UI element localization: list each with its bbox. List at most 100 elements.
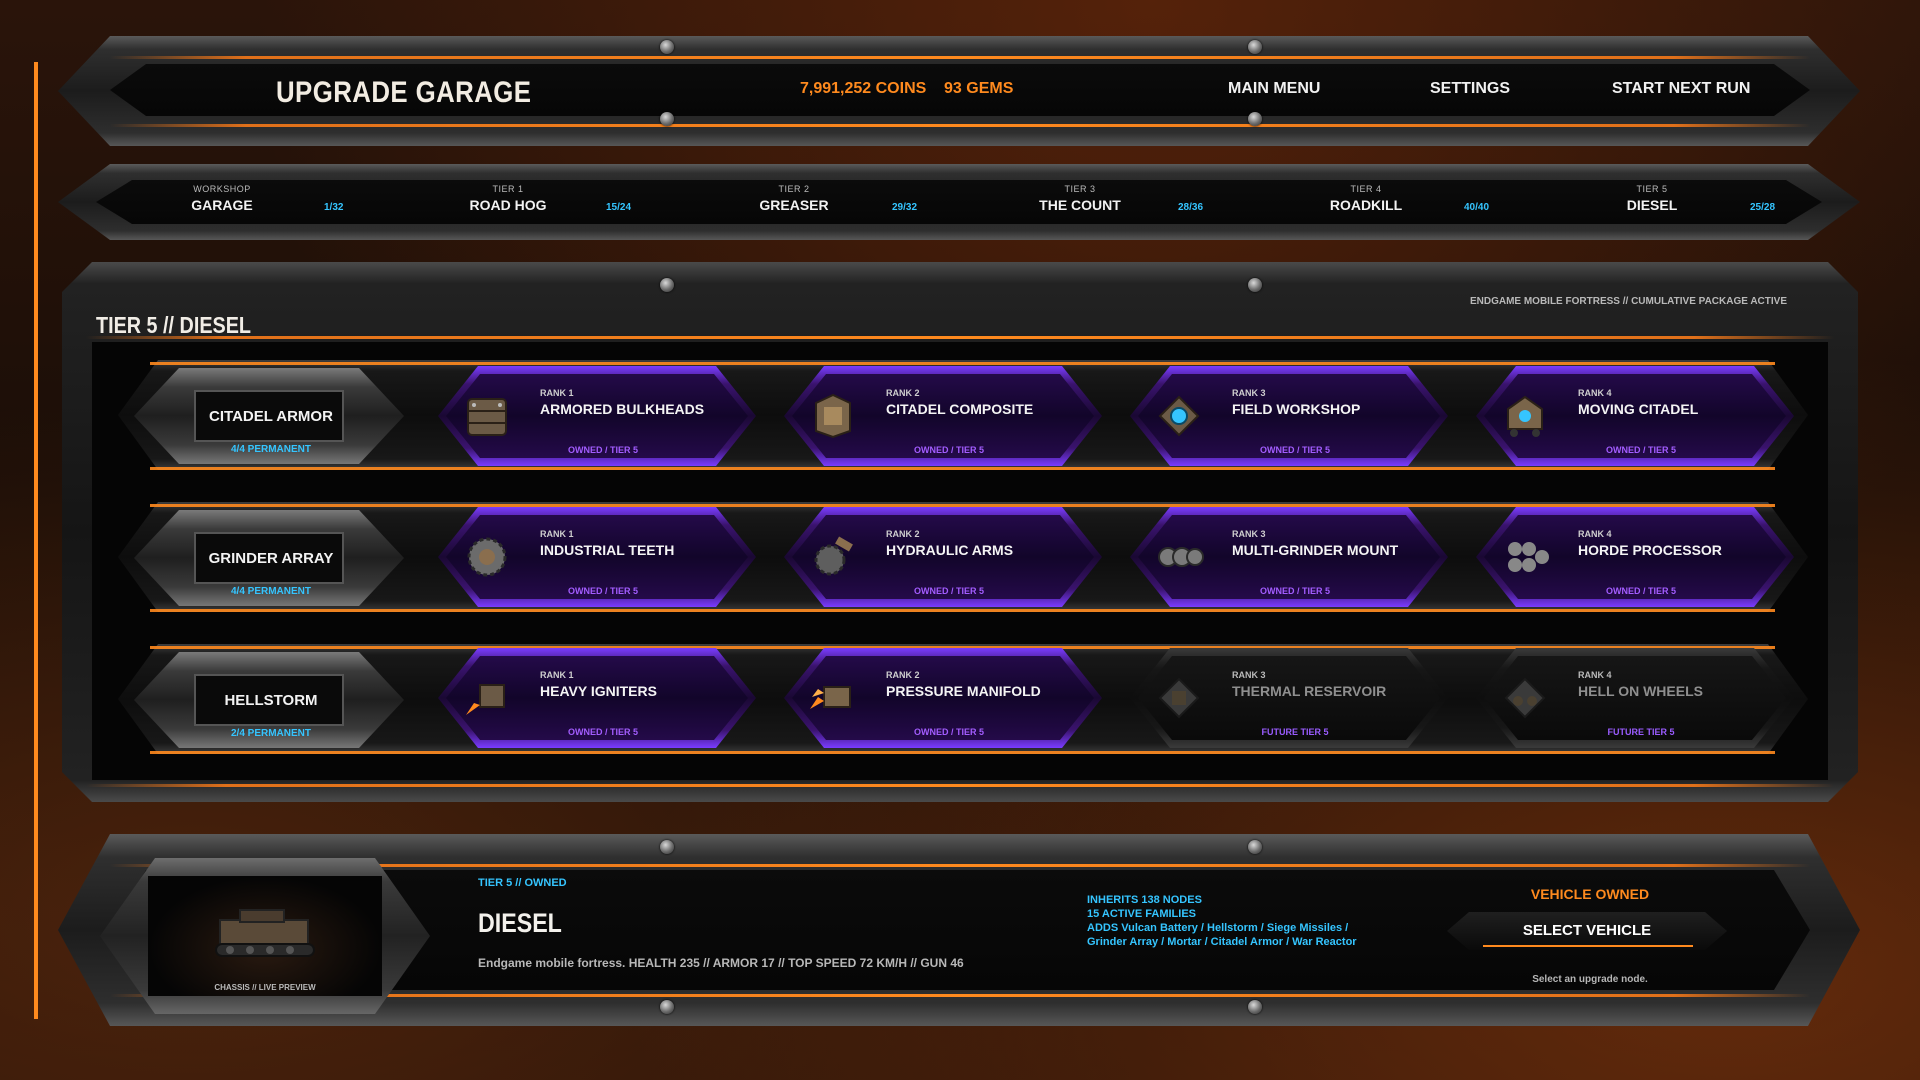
- family-plate: GRINDER ARRAY 4/4 PERMANENT: [194, 532, 344, 584]
- node-hell-on-wheels[interactable]: RANK 4 HELL ON WHEELS FUTURE TIER 5: [1476, 648, 1794, 748]
- rivet: [660, 40, 674, 54]
- node-rank: RANK 3: [1232, 388, 1266, 398]
- family-hellstorm[interactable]: HELLSTORM 2/4 PERMANENT: [134, 652, 404, 748]
- node-name: MOVING CITADEL: [1578, 401, 1699, 417]
- armor-plate-icon: [458, 388, 516, 444]
- family-name: GRINDER ARRAY: [208, 550, 334, 567]
- inherit-families: 15 ACTIVE FAMILIES: [1087, 908, 1197, 920]
- node-moving-citadel[interactable]: RANK 4 MOVING CITADEL OWNED / TIER 5: [1476, 366, 1794, 466]
- node-rank: RANK 1: [540, 388, 574, 398]
- start-next-run-button[interactable]: START NEXT RUN: [1612, 80, 1751, 97]
- node-rank: RANK 2: [886, 670, 920, 680]
- tab-garage[interactable]: WORKSHOP GARAGE: [122, 184, 322, 213]
- igniter-icon: [458, 670, 516, 726]
- vehicle-description: Endgame mobile fortress. HEALTH 235 // A…: [478, 956, 964, 970]
- vehicle-name: DIESEL: [478, 908, 562, 938]
- preview-window: CHASSIS // LIVE PREVIEW: [148, 876, 382, 996]
- family-grinder-array[interactable]: GRINDER ARRAY 4/4 PERMANENT: [134, 510, 404, 606]
- node-status: OWNED / TIER 5: [1259, 586, 1330, 596]
- select-vehicle-button[interactable]: SELECT VEHICLE: [1447, 912, 1727, 950]
- inherit-nodes: INHERITS 138 NODES: [1087, 894, 1202, 906]
- node-status: OWNED / TIER 5: [913, 445, 984, 455]
- node-thermal-reservoir[interactable]: RANK 3 THERMAL RESERVOIR FUTURE TIER 5: [1130, 648, 1448, 748]
- node-rank: RANK 3: [1232, 670, 1266, 680]
- node-horde-processor[interactable]: RANK 4 HORDE PROCESSOR OWNED / TIER 5: [1476, 507, 1794, 607]
- node-status: OWNED / TIER 5: [1605, 586, 1676, 596]
- row-trim: [150, 609, 1775, 612]
- family-plate: HELLSTORM 2/4 PERMANENT: [194, 674, 344, 726]
- top-bar-trim-bottom: [110, 124, 1810, 127]
- vehicle-preview: CHASSIS // LIVE PREVIEW: [100, 858, 430, 1014]
- node-multi-grinder-mount[interactable]: RANK 3 MULTI-GRINDER MOUNT OWNED / TIER …: [1130, 507, 1448, 607]
- node-status: OWNED / TIER 5: [913, 727, 984, 737]
- settings-button[interactable]: SETTINGS: [1430, 80, 1511, 97]
- rivet: [1248, 840, 1262, 854]
- tab-progress: 40/40: [1464, 202, 1490, 213]
- tab-the-count[interactable]: TIER 3 THE COUNT: [980, 184, 1180, 213]
- vehicle-tier-tag: TIER 5 // OWNED: [478, 877, 567, 889]
- panel-subtitle: ENDGAME MOBILE FORTRESS // CUMULATIVE PA…: [1469, 296, 1787, 307]
- vehicle-panel-trim: [110, 864, 1810, 867]
- rivet: [660, 840, 674, 854]
- node-rank: RANK 3: [1232, 529, 1266, 539]
- node-rank: RANK 4: [1578, 670, 1612, 680]
- tab-label: TIER 2: [778, 184, 810, 194]
- node-status: OWNED / TIER 5: [1605, 445, 1676, 455]
- node-status: OWNED / TIER 5: [567, 445, 638, 455]
- node-industrial-teeth[interactable]: RANK 1 INDUSTRIAL TEETH OWNED / TIER 5: [438, 507, 756, 607]
- tab-roadkill[interactable]: TIER 4 ROADKILL: [1266, 184, 1466, 213]
- selection-hint: Select an upgrade node.: [1532, 974, 1648, 985]
- tab-name: ROAD HOG: [469, 197, 547, 213]
- rivet: [660, 278, 674, 292]
- node-pressure-manifold[interactable]: RANK 2 PRESSURE MANIFOLD OWNED / TIER 5: [784, 648, 1102, 748]
- family-progress: 4/4 PERMANENT: [230, 444, 311, 455]
- tab-name: THE COUNT: [1039, 197, 1121, 213]
- top-bar-trim: [110, 56, 1810, 59]
- node-name: MULTI-GRINDER MOUNT: [1232, 542, 1399, 558]
- node-rank: RANK 2: [886, 388, 920, 398]
- node-status: OWNED / TIER 5: [567, 586, 638, 596]
- node-name: HELL ON WHEELS: [1578, 683, 1703, 699]
- node-armored-bulkheads[interactable]: RANK 1 ARMORED BULKHEADS OWNED / TIER 5: [438, 366, 756, 466]
- tab-progress: 1/32: [324, 202, 344, 213]
- node-hydraulic-arms[interactable]: RANK 2 HYDRAULIC ARMS OWNED / TIER 5: [784, 507, 1102, 607]
- rivet: [1248, 1000, 1262, 1014]
- top-bar-inner: [110, 64, 1810, 116]
- multi-grinder-icon: [1150, 529, 1208, 585]
- composite-armor-icon: [804, 388, 862, 444]
- tab-name: DIESEL: [1626, 197, 1678, 213]
- tab-name: GARAGE: [191, 197, 253, 213]
- node-heavy-igniters[interactable]: RANK 1 HEAVY IGNITERS OWNED / TIER 5: [438, 648, 756, 748]
- preview-caption: CHASSIS // LIVE PREVIEW: [214, 983, 316, 992]
- tab-greaser[interactable]: TIER 2 GREASER: [694, 184, 894, 213]
- family-citadel-armor[interactable]: CITADEL ARMOR 4/4 PERMANENT: [134, 368, 404, 464]
- node-name: HYDRAULIC ARMS: [886, 542, 1014, 558]
- family-progress: 4/4 PERMANENT: [230, 586, 311, 597]
- node-citadel-composite[interactable]: RANK 2 CITADEL COMPOSITE OWNED / TIER 5: [784, 366, 1102, 466]
- tab-progress: 15/24: [606, 202, 632, 213]
- node-name: INDUSTRIAL TEETH: [540, 542, 675, 558]
- inherit-adds: ADDS Vulcan Battery / Hellstorm / Siege …: [1087, 922, 1357, 948]
- node-name: HEAVY IGNITERS: [540, 683, 657, 699]
- reservoir-icon: [1150, 670, 1208, 726]
- coins-counter: 7,991,252 COINS: [800, 80, 927, 97]
- tab-label: WORKSHOP: [193, 184, 251, 194]
- hydraulic-arm-icon: [804, 529, 862, 585]
- tab-progress: 25/28: [1750, 202, 1776, 213]
- node-name: PRESSURE MANIFOLD: [886, 683, 1041, 699]
- row-trim: [150, 467, 1775, 470]
- tab-label: TIER 3: [1064, 184, 1096, 194]
- node-field-workshop[interactable]: RANK 3 FIELD WORKSHOP OWNED / TIER 5: [1130, 366, 1448, 466]
- node-rank: RANK 1: [540, 529, 574, 539]
- main-menu-button[interactable]: MAIN MENU: [1228, 80, 1321, 97]
- tab-diesel[interactable]: TIER 5 DIESEL: [1552, 184, 1752, 213]
- row-trim: [150, 646, 1775, 649]
- workshop-icon: [1150, 388, 1208, 444]
- family-name: HELLSTORM: [224, 692, 318, 709]
- manifold-icon: [804, 670, 862, 726]
- node-name: ARMORED BULKHEADS: [540, 401, 705, 417]
- tab-road-hog[interactable]: TIER 1 ROAD HOG: [408, 184, 608, 213]
- panel-trim-bottom: [86, 784, 1834, 787]
- tab-name: ROADKILL: [1329, 197, 1403, 213]
- grinder-icon: [458, 529, 516, 585]
